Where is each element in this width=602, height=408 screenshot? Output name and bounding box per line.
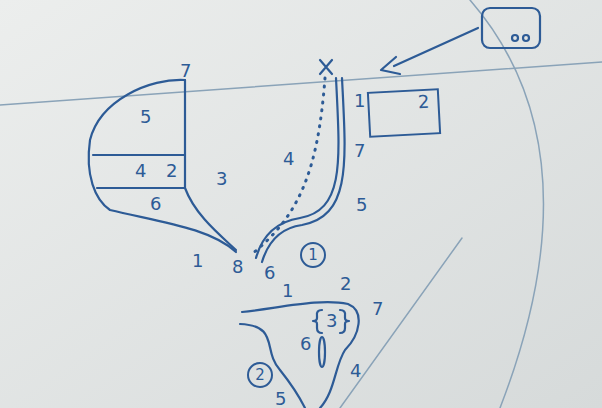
callout-number: 7 xyxy=(354,142,365,160)
car-icon xyxy=(482,8,540,48)
node-number: 4 xyxy=(135,162,146,180)
callout-number: 4 xyxy=(350,362,361,380)
outline-stroke xyxy=(89,80,236,252)
callout-circle: 2 xyxy=(247,362,273,388)
callout-number: 7 xyxy=(372,300,383,318)
brace xyxy=(340,310,349,333)
node-number: 5 xyxy=(140,108,151,126)
callout-number: 1 xyxy=(282,282,293,300)
car-wheel xyxy=(523,35,529,41)
callout-number: 2 xyxy=(340,275,351,293)
dotted-path xyxy=(252,78,325,254)
callout-number: 3 xyxy=(326,312,337,330)
callout-number: 4 xyxy=(283,150,294,168)
callout-number: 6 xyxy=(300,335,311,353)
arrow-head xyxy=(381,57,400,74)
node-number: 2 xyxy=(255,368,265,383)
faint-arc xyxy=(470,0,543,408)
callout-number: 8 xyxy=(232,258,243,276)
small-oval xyxy=(319,337,325,367)
x-mark xyxy=(320,60,332,74)
callout-number: 7 xyxy=(180,62,191,80)
outline-stroke xyxy=(185,80,236,250)
callout-number: 5 xyxy=(356,196,367,214)
callout-number: 6 xyxy=(150,195,161,213)
brace xyxy=(313,310,322,333)
region-outline: 5 4 2 xyxy=(85,72,245,264)
building-box: 2 xyxy=(367,88,441,138)
outline-stroke xyxy=(93,154,185,156)
callout-number: 1 xyxy=(354,92,365,110)
node-number: 2 xyxy=(166,162,177,180)
outline-stroke xyxy=(97,187,185,189)
road-line xyxy=(242,302,359,408)
road-line xyxy=(240,324,305,408)
car-wheel xyxy=(512,35,518,41)
callout-number: 3 xyxy=(216,170,227,188)
callout-number: 1 xyxy=(192,252,203,270)
node-number: 2 xyxy=(418,93,430,112)
callout-number: 6 xyxy=(264,264,275,282)
arrow-line xyxy=(394,28,478,66)
callout-circle: 1 xyxy=(300,242,326,268)
road-line xyxy=(256,78,338,258)
faint-line xyxy=(0,62,602,105)
region-outline-shape xyxy=(85,72,245,264)
node-number: 1 xyxy=(308,248,318,263)
callout-number: 5 xyxy=(275,390,286,408)
